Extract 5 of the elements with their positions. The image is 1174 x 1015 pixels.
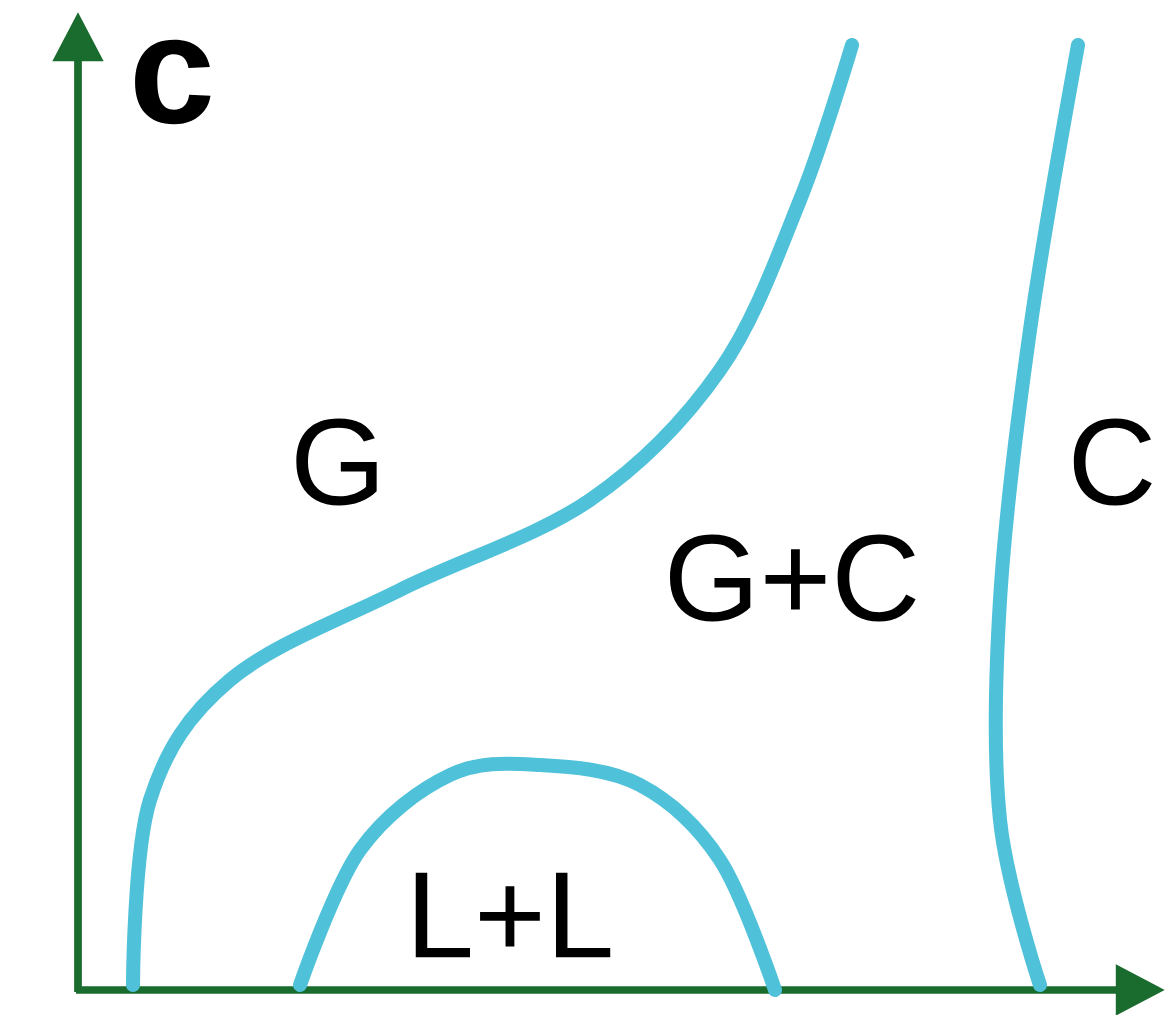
phase-label: G	[296, 418, 377, 506]
panel-letter: c	[135, 39, 211, 125]
phase-label: C	[1073, 418, 1152, 506]
phase-label: G+C	[670, 534, 916, 622]
phase-label: L+L	[415, 872, 611, 958]
